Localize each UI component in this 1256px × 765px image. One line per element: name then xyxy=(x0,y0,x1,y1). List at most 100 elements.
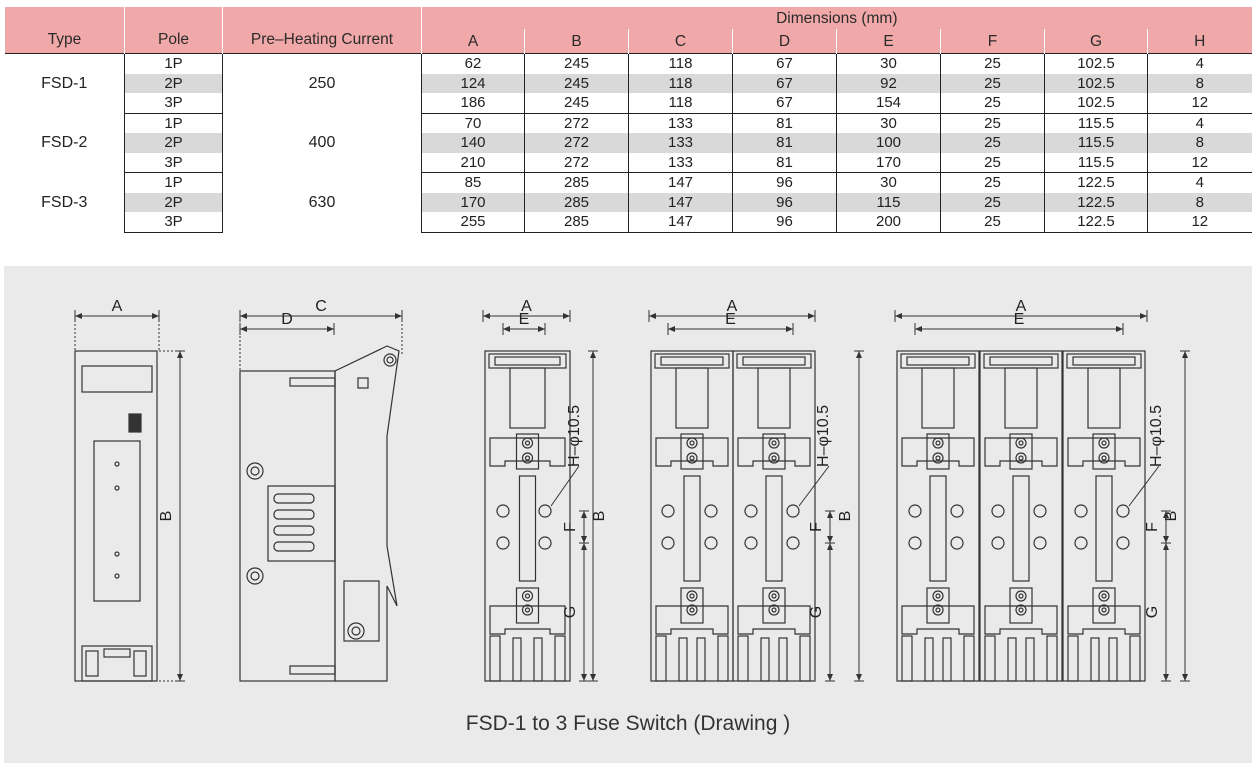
dim-cell-c: 147 xyxy=(628,192,733,212)
col-header-b: B xyxy=(524,29,629,54)
dim-cell-c: 147 xyxy=(628,212,733,233)
dim-cell-a: 170 xyxy=(421,192,525,212)
dim-g-1p-label: G xyxy=(562,606,579,618)
dim-cell-f: 25 xyxy=(940,113,1045,133)
dim-cell-e: 92 xyxy=(836,73,941,93)
dim-cell-e: 30 xyxy=(836,172,941,193)
dim-cell-e: 154 xyxy=(836,93,941,114)
dim-cell-d: 81 xyxy=(732,113,837,133)
col-header-e: E xyxy=(836,29,941,54)
dim-cell-b: 272 xyxy=(524,113,629,133)
dim-cell-e: 30 xyxy=(836,53,941,74)
dim-cell-c: 147 xyxy=(628,172,733,193)
dim-cell-c: 118 xyxy=(628,93,733,114)
dim-cell-c: 133 xyxy=(628,113,733,133)
dim-cell-f: 25 xyxy=(940,73,1045,93)
dim-cell-c: 133 xyxy=(628,133,733,153)
dim-cell-f: 25 xyxy=(940,212,1045,233)
dim-cell-h: 12 xyxy=(1146,152,1252,173)
dim-g-2p-label: G xyxy=(808,606,825,618)
pole-cell: 2P xyxy=(124,73,223,93)
current-cell: 250 xyxy=(222,53,422,113)
dim-cell-d: 96 xyxy=(732,172,837,193)
dim-cell-c: 118 xyxy=(628,53,733,74)
dim-f-3p-label: F xyxy=(1144,522,1161,532)
dim-cell-a: 70 xyxy=(421,113,525,133)
dim-cell-g: 102.5 xyxy=(1044,93,1148,114)
col-header-h: H xyxy=(1146,29,1252,54)
dim-a-2p-label: A xyxy=(727,298,738,315)
dim-cell-f: 25 xyxy=(940,192,1045,212)
dim-cell-g: 122.5 xyxy=(1044,172,1148,193)
dim-cell-g: 115.5 xyxy=(1044,113,1148,133)
hole-label-2p: H–φ10.5 xyxy=(815,405,832,467)
dim-cell-d: 96 xyxy=(732,212,837,233)
dim-cell-g: 122.5 xyxy=(1044,212,1148,233)
dim-cell-f: 25 xyxy=(940,93,1045,114)
pole-cell: 2P xyxy=(124,192,223,212)
dim-cell-b: 272 xyxy=(524,152,629,173)
dim-cell-e: 115 xyxy=(836,192,941,212)
dim-e-1p-label: E xyxy=(519,311,530,328)
pole-cell: 3P xyxy=(124,212,223,233)
dim-cell-h: 12 xyxy=(1146,93,1252,114)
one-pole-view xyxy=(489,437,566,635)
pole-cell: 1P xyxy=(124,172,223,193)
dim-a-3p-label: A xyxy=(1016,298,1027,315)
col-header-f: F xyxy=(940,29,1045,54)
dim-cell-f: 25 xyxy=(940,53,1045,74)
dim-cell-g: 122.5 xyxy=(1044,192,1148,212)
dim-cell-e: 170 xyxy=(836,152,941,173)
dim-cell-h: 4 xyxy=(1146,113,1252,133)
dim-e-3p-label: E xyxy=(1014,311,1025,328)
dim-c-label: C xyxy=(315,298,327,315)
dimensions-table: Type Pole Pre–Heating Current Dimensions… xyxy=(4,7,1252,233)
two-pole-view xyxy=(655,437,811,635)
dim-e-2p-label: E xyxy=(725,311,736,328)
dim-cell-h: 8 xyxy=(1146,73,1252,93)
pole-cell: 3P xyxy=(124,152,223,173)
pole-cell: 1P xyxy=(124,113,223,133)
dim-b-1p-label: B xyxy=(591,511,608,522)
dim-b-label: B xyxy=(158,511,175,522)
type-cell: FSD-3 xyxy=(4,172,125,232)
dim-cell-g: 115.5 xyxy=(1044,133,1148,153)
dim-cell-g: 102.5 xyxy=(1044,53,1148,74)
col-header-type: Type xyxy=(4,7,125,54)
col-header-g: G xyxy=(1044,29,1148,54)
col-header-pole: Pole xyxy=(124,7,223,54)
col-header-c: C xyxy=(628,29,733,54)
dim-cell-b: 285 xyxy=(524,192,629,212)
dim-b-3p-label: B xyxy=(1163,511,1180,522)
dim-cell-c: 133 xyxy=(628,152,733,173)
dim-cell-c: 118 xyxy=(628,73,733,93)
dim-cell-h: 12 xyxy=(1146,212,1252,233)
dim-cell-d: 67 xyxy=(732,53,837,74)
drawing-caption: FSD-1 to 3 Fuse Switch (Drawing ) xyxy=(465,712,791,735)
dim-b-2p-label: B xyxy=(837,511,854,522)
dim-cell-g: 102.5 xyxy=(1044,73,1148,93)
pole-cell: 3P xyxy=(124,93,223,114)
three-pole-view xyxy=(901,437,1141,635)
pole-cell: 2P xyxy=(124,133,223,153)
dim-cell-d: 81 xyxy=(732,133,837,153)
current-cell: 400 xyxy=(222,113,422,173)
dim-cell-a: 255 xyxy=(421,212,525,233)
dim-d-label: D xyxy=(281,311,293,328)
dim-cell-d: 96 xyxy=(732,192,837,212)
dim-cell-b: 285 xyxy=(524,172,629,193)
hole-label-3p: H–φ10.5 xyxy=(1148,405,1165,467)
current-cell: 630 xyxy=(222,172,422,232)
dim-cell-g: 115.5 xyxy=(1044,152,1148,173)
dim-cell-f: 25 xyxy=(940,152,1045,173)
